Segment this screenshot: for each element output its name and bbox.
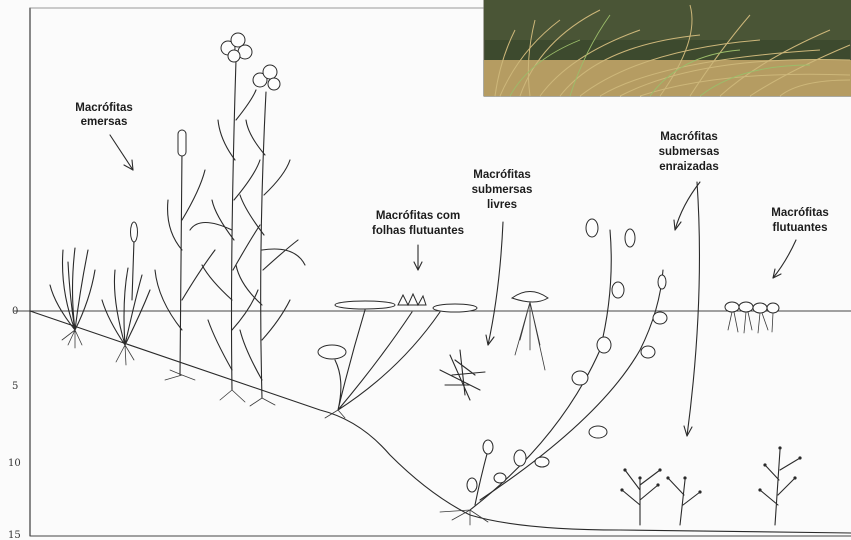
- label-flutuantes-1: Macrófitas: [771, 207, 829, 219]
- rooted-submerged-plants: [440, 219, 802, 525]
- depth-tick-5: 5: [12, 381, 18, 392]
- depth-tick-15: 15: [8, 530, 21, 540]
- arrow-livres: [488, 222, 503, 345]
- label-livres-2: submersas: [472, 184, 533, 196]
- arrow-enraizadas-b: [687, 182, 699, 436]
- label-enraizadas-2: submersas: [659, 146, 720, 158]
- label-flutuantes-2: flutuantes: [773, 222, 828, 234]
- inset-photo: [484, 0, 851, 96]
- arrows: [110, 135, 796, 436]
- arrow-flutuantes: [773, 240, 796, 278]
- lake-bottom-profile: [30, 311, 851, 533]
- label-folhas-1: Macrófitas com: [376, 210, 460, 222]
- label-emersas-2: emersas: [81, 116, 128, 128]
- depth-tick-0: 0: [12, 306, 18, 317]
- label-folhas-2: folhas flutuantes: [372, 225, 464, 237]
- label-enraizadas-3: enraizadas: [659, 161, 718, 173]
- label-livres-1: Macrófitas: [473, 169, 531, 181]
- emergent-plants: [50, 33, 305, 406]
- arrow-emersas: [110, 135, 133, 170]
- arrow-enraizadas-a: [675, 182, 700, 230]
- label-livres-3: livres: [487, 199, 517, 211]
- depth-tick-10: 10: [8, 458, 21, 469]
- label-enraizadas-1: Macrófitas: [660, 131, 718, 143]
- label-emersas-1: Macrófitas: [75, 102, 133, 114]
- floating-plants: [725, 302, 779, 333]
- floating-leaved-plant: [318, 294, 477, 418]
